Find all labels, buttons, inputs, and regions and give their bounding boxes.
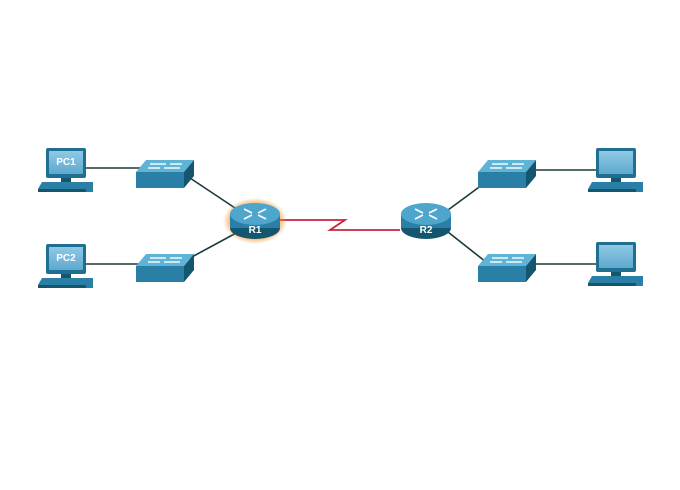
switch2-icon[interactable] (135, 253, 195, 283)
pc2-label: PC2 (56, 253, 76, 264)
switch4-icon[interactable] (477, 253, 537, 283)
router-r1-icon[interactable]: R1 (223, 198, 287, 244)
pc2-computer-icon[interactable]: PC2 (38, 244, 93, 288)
links (86, 167, 596, 265)
switch3-icon[interactable] (477, 159, 537, 189)
pc1-label: PC1 (56, 157, 76, 168)
router-r2-icon[interactable]: R2 (400, 202, 452, 240)
serial-link-r1-r2 (278, 219, 400, 231)
pc3-computer-icon[interactable] (588, 148, 643, 192)
link-switch1-r1 (189, 177, 239, 211)
r1-label: R1 (249, 225, 262, 236)
switch1-icon[interactable] (135, 159, 195, 189)
r2-label: R2 (420, 225, 433, 236)
pc4-computer-icon[interactable] (588, 242, 643, 286)
pc1-computer-icon[interactable]: PC1 (38, 148, 93, 192)
link-switch2-r1 (189, 231, 239, 259)
link-r2-switch4 (447, 231, 487, 263)
